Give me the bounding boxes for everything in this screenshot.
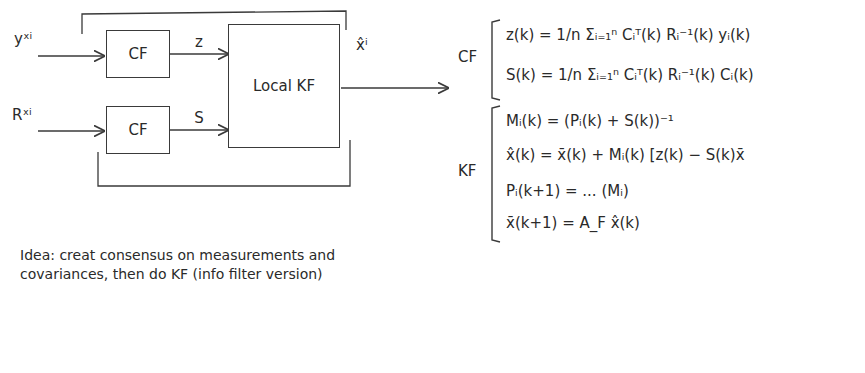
equation: Pᵢ(k+1) = ... (Mᵢ)	[506, 182, 629, 200]
feedback-line	[98, 140, 350, 186]
note-text: Idea: creat consensus on measurements an…	[20, 246, 350, 284]
signal-label: yˣⁱ	[14, 30, 32, 48]
filter-box: Local KF	[228, 24, 340, 148]
equation: Mᵢ(k) = (Pᵢ(k) + S(k))⁻¹	[506, 112, 674, 130]
signal-label: x̂ⁱ	[356, 36, 368, 54]
equation: S(k) = 1/n Σᵢ₌₁ⁿ Cᵢᵀ(k) Rᵢ⁻¹(k) Cᵢ(k)	[506, 66, 754, 84]
signal-arrow	[170, 53, 228, 54]
equation: x̄(k+1) = A_F x̂(k)	[506, 214, 640, 232]
box-label: Local KF	[253, 77, 315, 95]
bracket	[492, 20, 500, 100]
signal-arrow	[170, 129, 228, 130]
bracket	[492, 106, 500, 242]
signal-label: KF	[458, 162, 476, 180]
consensus-box: CF	[106, 106, 170, 154]
signal-label: CF	[458, 48, 477, 66]
equation: x̂(k) = x̄(k) + Mᵢ(k) [z(k) − S(k)x̄	[506, 146, 745, 164]
box-label: CF	[128, 45, 147, 63]
signal-name: S	[192, 110, 206, 127]
equation: z(k) = 1/n Σᵢ₌₁ⁿ Cᵢᵀ(k) Rᵢ⁻¹(k) yᵢ(k)	[506, 26, 750, 44]
output-arrow	[341, 87, 448, 88]
signal-label: Rˣⁱ	[12, 106, 32, 124]
signal-name: z	[193, 34, 205, 51]
consensus-box: CF	[106, 30, 170, 78]
input-arrow	[38, 130, 104, 131]
box-label: CF	[128, 121, 147, 139]
input-arrow	[38, 55, 104, 56]
